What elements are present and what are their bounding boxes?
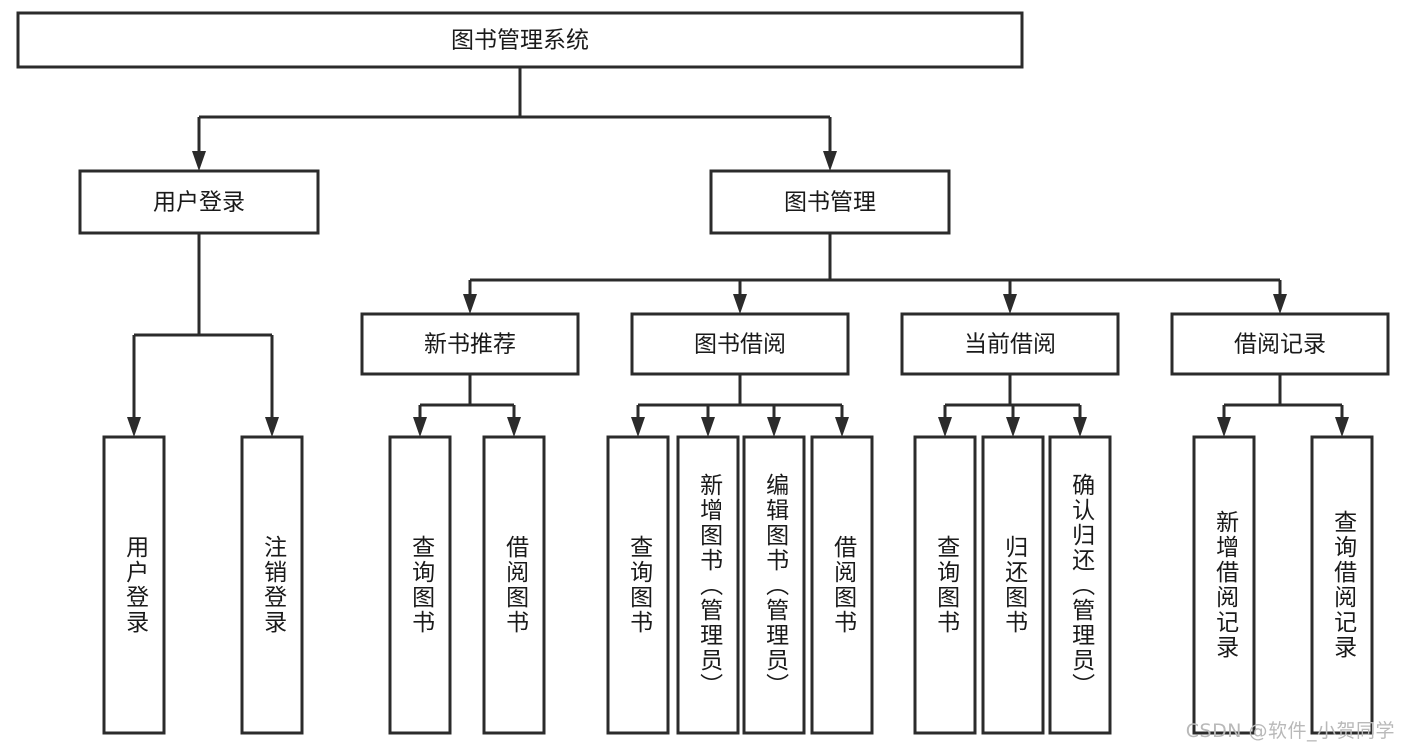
node-label-borrow-record: 借阅记录 xyxy=(1234,332,1326,358)
node-box-leaf-borrow-book-1[interactable] xyxy=(482,435,546,735)
node-label-leaf-edit-book: 编辑图书（管理员） xyxy=(761,472,788,698)
node-box-borrow-record[interactable] xyxy=(1170,312,1390,376)
arrow-head-icon xyxy=(631,417,645,437)
node-label-book-borrow: 图书借阅 xyxy=(694,332,786,358)
node-label-leaf-query-book-3: 查询图书 xyxy=(932,535,959,635)
node-label-leaf-query-book-2: 查询图书 xyxy=(625,535,652,635)
node-label-leaf-add-book: 新增图书（管理员） xyxy=(695,472,722,698)
arrow-head-icon xyxy=(767,417,781,437)
node-box-new-book-rec[interactable] xyxy=(360,312,580,376)
node-box-leaf-add-record[interactable] xyxy=(1192,435,1256,735)
connector-layer xyxy=(127,67,1349,437)
arrow-head-icon xyxy=(823,151,837,171)
node-label-user-login: 用户登录 xyxy=(153,190,245,216)
node-label-leaf-logout: 注销登录 xyxy=(259,535,286,635)
arrow-head-icon xyxy=(835,417,849,437)
node-box-leaf-add-book[interactable] xyxy=(676,435,740,735)
arrow-head-icon xyxy=(1006,417,1020,437)
node-label-leaf-user-login: 用户登录 xyxy=(121,535,148,635)
arrow-head-icon xyxy=(733,294,747,314)
watermark: CSDN @软件_小贺同学 xyxy=(1185,720,1395,742)
node-label-leaf-query-book-1: 查询图书 xyxy=(407,535,434,635)
node-label-book-manage: 图书管理 xyxy=(784,190,876,216)
arrow-head-icon xyxy=(127,417,141,437)
node-label-leaf-borrow-book-2: 借阅图书 xyxy=(829,535,856,635)
node-label-new-book-rec: 新书推荐 xyxy=(424,332,516,358)
node-label-current-borrow: 当前借阅 xyxy=(964,332,1056,358)
node-box-leaf-return-book[interactable] xyxy=(981,435,1045,735)
node-box-layer xyxy=(16,11,1390,735)
node-box-current-borrow[interactable] xyxy=(900,312,1120,376)
node-box-leaf-query-book-3[interactable] xyxy=(913,435,977,735)
node-box-book-manage[interactable] xyxy=(709,169,951,235)
arrow-head-icon xyxy=(463,294,477,314)
node-box-leaf-query-book-2[interactable] xyxy=(606,435,670,735)
arrow-head-icon xyxy=(938,417,952,437)
arrow-head-icon xyxy=(192,151,206,171)
arrow-head-icon xyxy=(1335,417,1349,437)
node-box-leaf-query-book-1[interactable] xyxy=(388,435,452,735)
node-box-leaf-borrow-book-2[interactable] xyxy=(810,435,874,735)
node-label-leaf-add-record: 新增借阅记录 xyxy=(1211,510,1238,660)
node-box-leaf-query-record[interactable] xyxy=(1310,435,1374,735)
node-box-root[interactable] xyxy=(16,11,1024,69)
node-label-root: 图书管理系统 xyxy=(451,28,589,54)
arrow-head-icon xyxy=(507,417,521,437)
node-box-book-borrow[interactable] xyxy=(630,312,850,376)
node-box-user-login[interactable] xyxy=(78,169,320,235)
node-box-leaf-user-login[interactable] xyxy=(102,435,166,735)
arrow-head-icon xyxy=(1217,417,1231,437)
arrow-head-icon xyxy=(413,417,427,437)
node-box-leaf-edit-book[interactable] xyxy=(742,435,806,735)
arrow-head-icon xyxy=(701,417,715,437)
arrow-head-icon xyxy=(1073,417,1087,437)
arrow-head-icon xyxy=(265,417,279,437)
node-label-leaf-borrow-book-1: 借阅图书 xyxy=(501,535,528,635)
node-box-leaf-logout[interactable] xyxy=(240,435,304,735)
node-label-leaf-query-record: 查询借阅记录 xyxy=(1329,510,1356,660)
node-box-leaf-confirm-return[interactable] xyxy=(1048,435,1112,735)
arrow-head-icon xyxy=(1003,294,1017,314)
node-label-leaf-confirm-return: 确认归还（管理员） xyxy=(1067,472,1094,698)
node-label-leaf-return-book: 归还图书 xyxy=(1000,535,1027,635)
arrow-head-icon xyxy=(1273,294,1287,314)
